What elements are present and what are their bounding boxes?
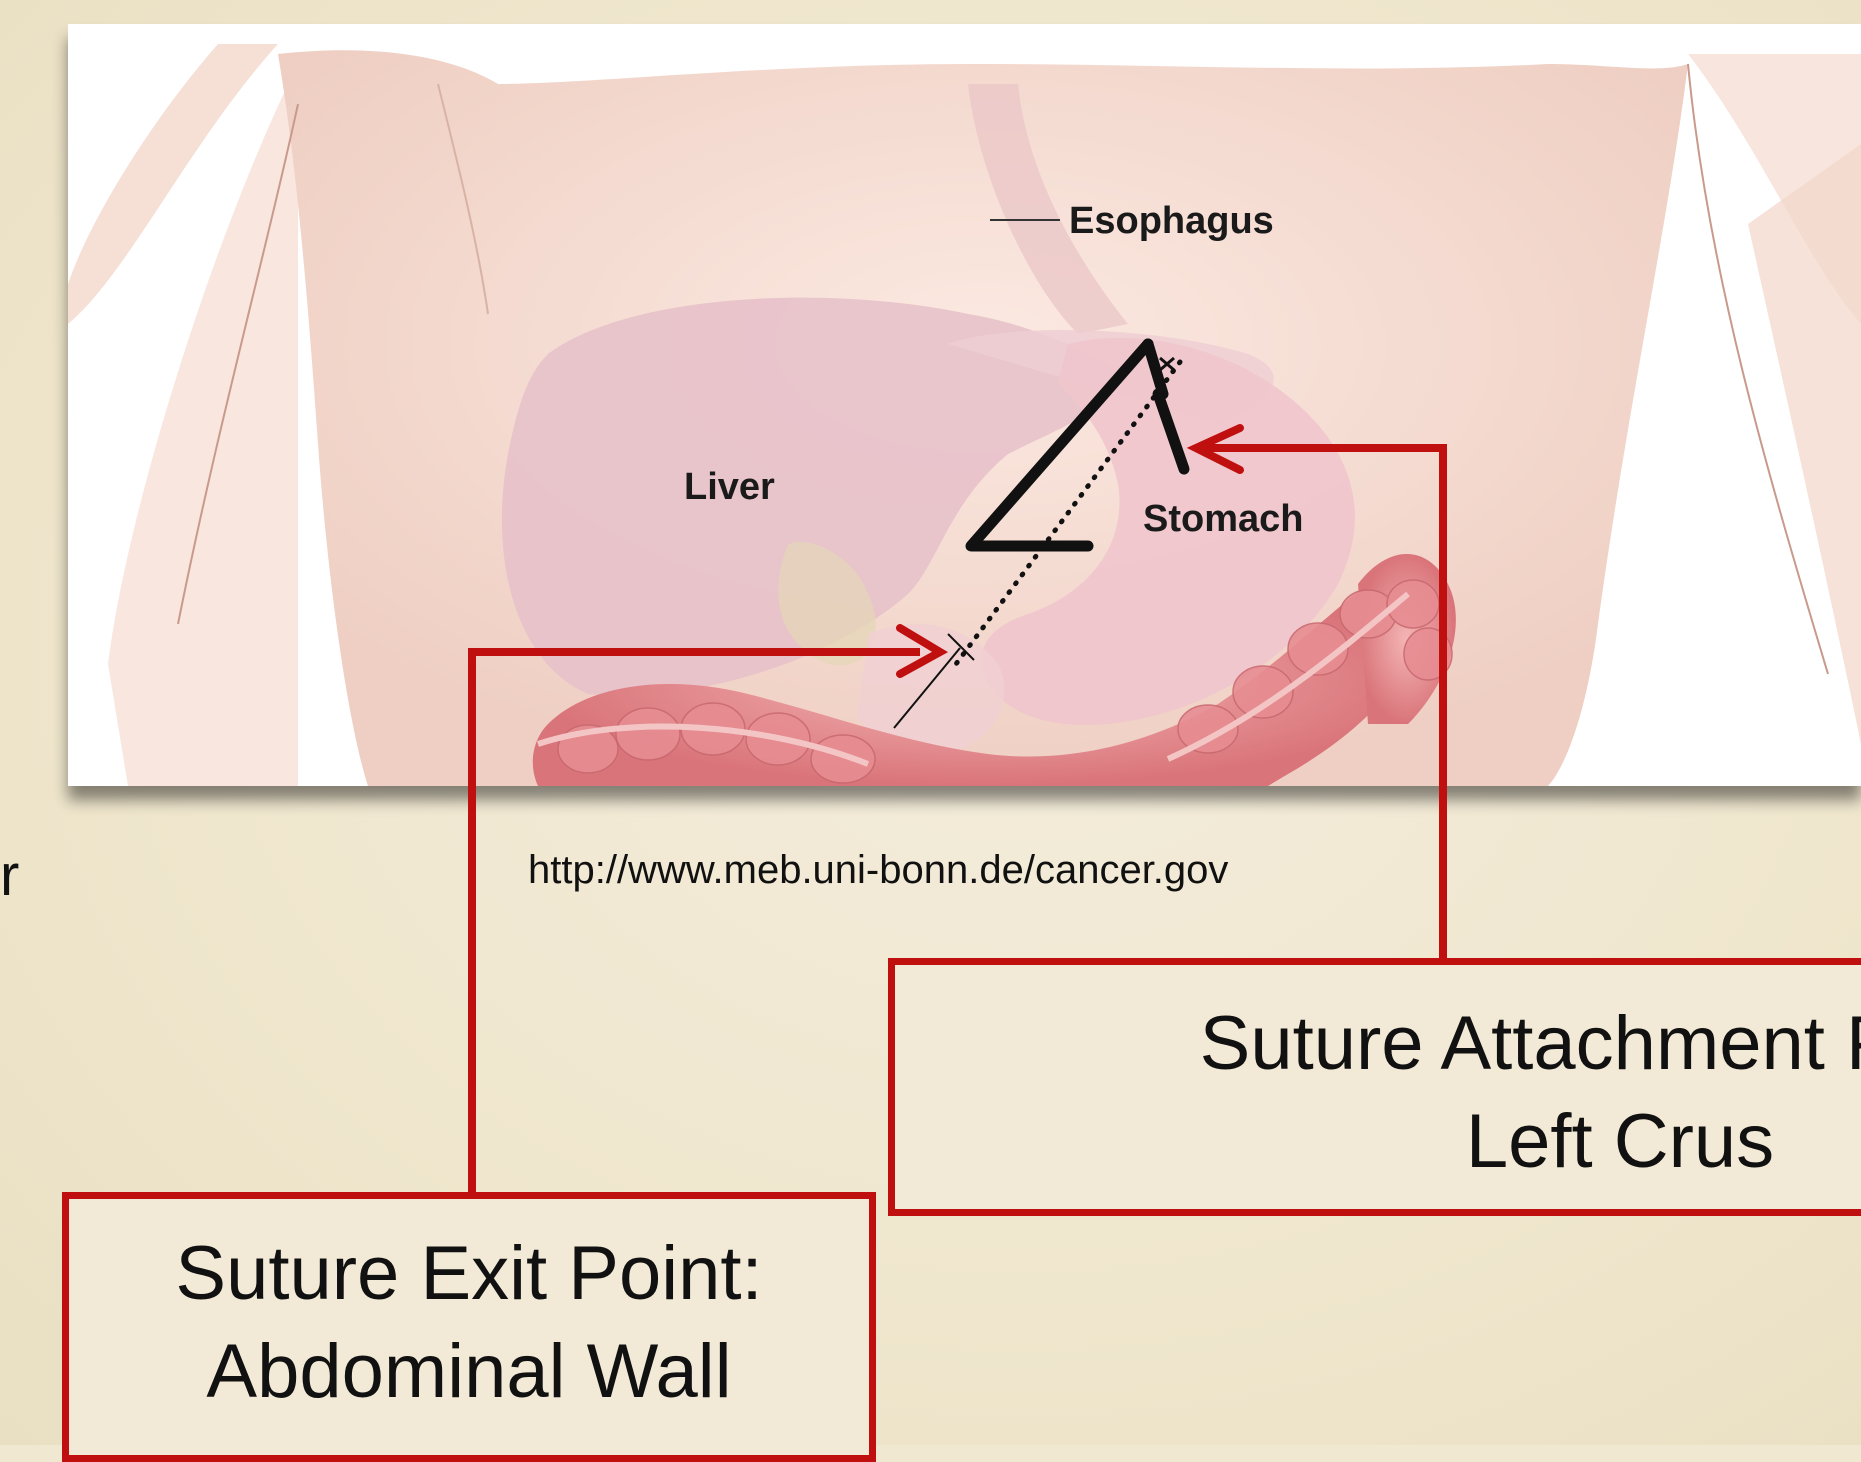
exit-callout: Suture Exit Point: Abdominal Wall (62, 1192, 876, 1462)
exit-callout-line2: Abdominal Wall (69, 1323, 869, 1421)
attachment-callout-line1: Suture Attachment Point: (955, 995, 1861, 1093)
source-url[interactable]: http://www.meb.uni-bonn.de/cancer.gov (528, 848, 1228, 893)
stomach-label: Stomach (1143, 498, 1303, 541)
attachment-callout-text: Suture Attachment Point: Left Crus (955, 995, 1861, 1191)
exit-callout-line1: Suture Exit Point: (69, 1225, 869, 1323)
anatomy-drawing (68, 24, 1861, 786)
liver-label: Liver (684, 466, 775, 509)
cropped-text-fragment: r (0, 842, 19, 909)
attachment-callout-line2: Left Crus (955, 1093, 1861, 1191)
attachment-callout: Suture Attachment Point: Left Crus (888, 958, 1861, 1216)
anatomy-illustration: Esophagus Liver Stomach (68, 24, 1861, 786)
esophagus-label: Esophagus (1069, 200, 1274, 243)
